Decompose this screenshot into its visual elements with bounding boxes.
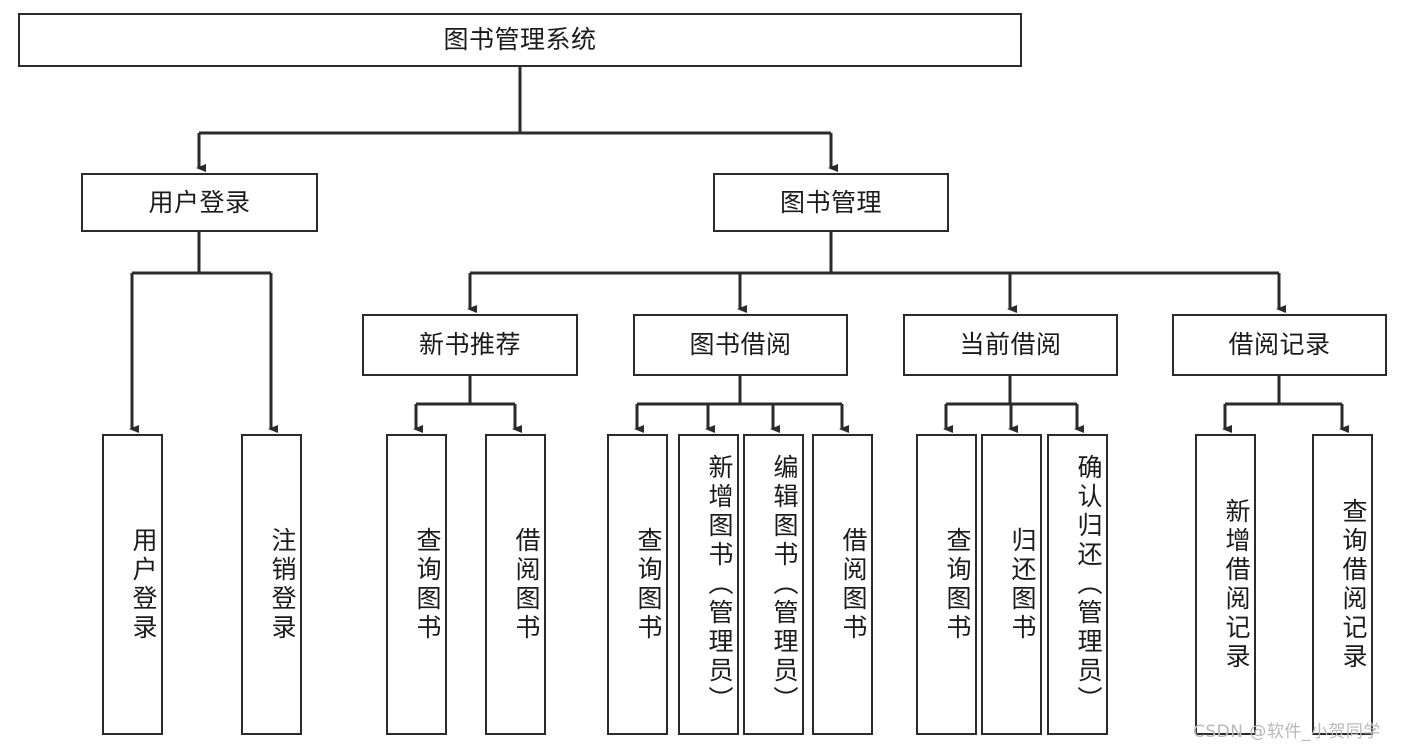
leaf-query-book-current[interactable]: 查询图书 <box>916 434 977 735</box>
node-label: 查询图书 <box>634 526 663 643</box>
csdn-watermark: CSDN @软件_小贺同学 <box>1193 722 1381 742</box>
leaf-user-login[interactable]: 用户登录 <box>102 434 163 735</box>
node-label: 借阅图书 <box>512 526 541 643</box>
leaf-add-borrow-record[interactable]: 新增借阅记录 <box>1195 434 1256 735</box>
node-label: 新增图书（管理员） <box>705 454 734 715</box>
leaf-borrow-book-borrow[interactable]: 借阅图书 <box>812 434 873 735</box>
leaf-query-borrow-record[interactable]: 查询借阅记录 <box>1312 434 1373 735</box>
node-label: 图书借阅 <box>689 330 792 360</box>
leaf-confirm-return-admin[interactable]: 确认归还（管理员） <box>1047 434 1108 735</box>
node-label: 借阅图书 <box>839 526 868 643</box>
node-label: 用户登录 <box>129 526 158 643</box>
node-current-borrow[interactable]: 当前借阅 <box>903 314 1118 376</box>
leaf-query-book-borrow[interactable]: 查询图书 <box>607 434 668 735</box>
node-label: 用户登录 <box>148 187 251 217</box>
node-label: 查询借阅记录 <box>1339 497 1368 672</box>
node-label: 新书推荐 <box>418 330 521 360</box>
leaf-return-book[interactable]: 归还图书 <box>981 434 1042 735</box>
node-label: 图书管理系统 <box>443 25 597 55</box>
node-label: 查询图书 <box>943 526 972 643</box>
leaf-user-logout[interactable]: 注销登录 <box>241 434 302 735</box>
node-label: 查询图书 <box>413 526 442 643</box>
leaf-borrow-book-recommend[interactable]: 借阅图书 <box>485 434 546 735</box>
leaf-add-book-admin[interactable]: 新增图书（管理员） <box>678 434 739 735</box>
leaf-query-book-recommend[interactable]: 查询图书 <box>386 434 447 735</box>
node-new-book-recommend[interactable]: 新书推荐 <box>362 314 578 376</box>
node-book-borrow[interactable]: 图书借阅 <box>633 314 848 376</box>
node-label: 确认归还（管理员） <box>1074 454 1103 715</box>
node-user-login[interactable]: 用户登录 <box>81 173 318 232</box>
node-label: 当前借阅 <box>959 330 1062 360</box>
node-label: 归还图书 <box>1008 526 1037 643</box>
node-label: 借阅记录 <box>1228 330 1331 360</box>
node-root-book-management-system[interactable]: 图书管理系统 <box>18 13 1022 67</box>
node-label: 编辑图书（管理员） <box>770 454 799 715</box>
node-book-management[interactable]: 图书管理 <box>713 173 949 232</box>
leaf-edit-book-admin[interactable]: 编辑图书（管理员） <box>743 434 804 735</box>
node-label: 注销登录 <box>268 526 297 643</box>
node-label: 新增借阅记录 <box>1222 497 1251 672</box>
node-borrow-record[interactable]: 借阅记录 <box>1172 314 1387 376</box>
node-label: 图书管理 <box>779 187 882 217</box>
